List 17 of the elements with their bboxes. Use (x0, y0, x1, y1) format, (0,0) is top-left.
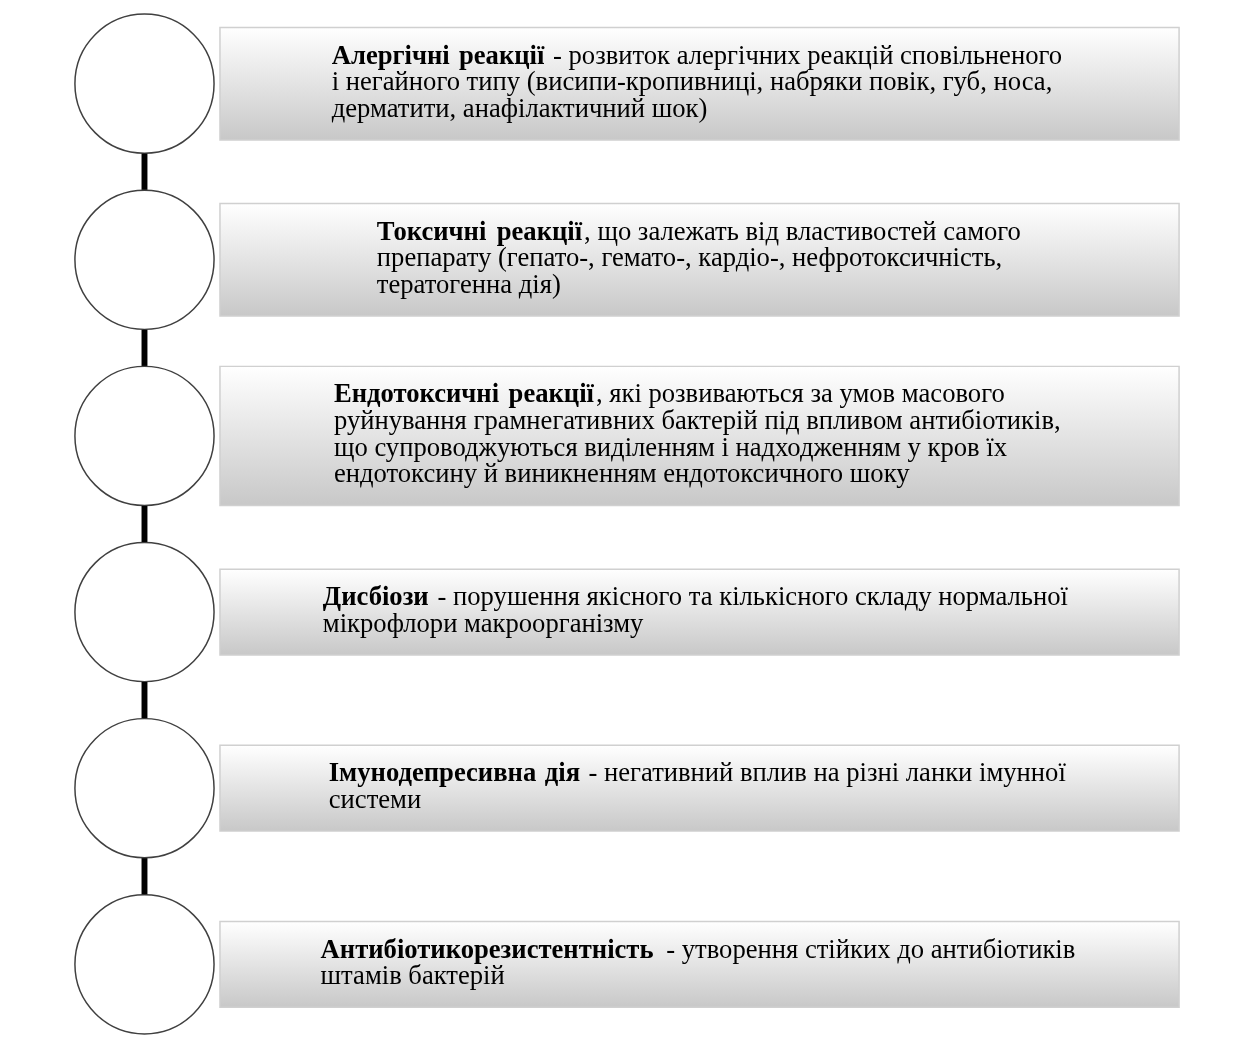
connector (141, 682, 148, 719)
node-circle (74, 541, 215, 683)
node-box: Ендотоксичні реакції, які розвиваються за умов масового руйнування грамнегативних бактерій під впливом антибіотиків, що супроводжуються виділенням і надходженням у кров їх ендотоксину й виникненням ендотоксичного шоку (219, 365, 1180, 507)
node-circle (74, 894, 215, 1035)
node-box: Імунодепресивна дія - негативний вплив на різні ланки імунної системи (219, 744, 1180, 832)
connector (141, 329, 148, 366)
node-circle (74, 189, 215, 331)
connector (141, 858, 148, 895)
node-circle (74, 13, 215, 154)
node-circle (74, 365, 215, 507)
node-circle (74, 717, 215, 859)
node-box: Дисбіози - порушення якісного та кількісного складу нормальної мікрофлори макроорганізму (219, 568, 1180, 656)
connector (141, 153, 148, 190)
connector (141, 505, 148, 543)
node-box: Антибіотикорезистентність - утворення стійких до антибіотиків штамів бактерій (219, 920, 1180, 1008)
node-box: Токсичні реакції, що залежать від властивостей самого препарату (гепато-, гемато-, кардіо-, нефротоксичність, тератогенна дія) (219, 202, 1180, 317)
node-box: Алергічні реакції - розвиток алергічних реакцій сповільненого і негайного типу (висипи-кропивниці, набряки повік, губ, носа, дерматити, анафілактичний шок) (219, 26, 1180, 141)
